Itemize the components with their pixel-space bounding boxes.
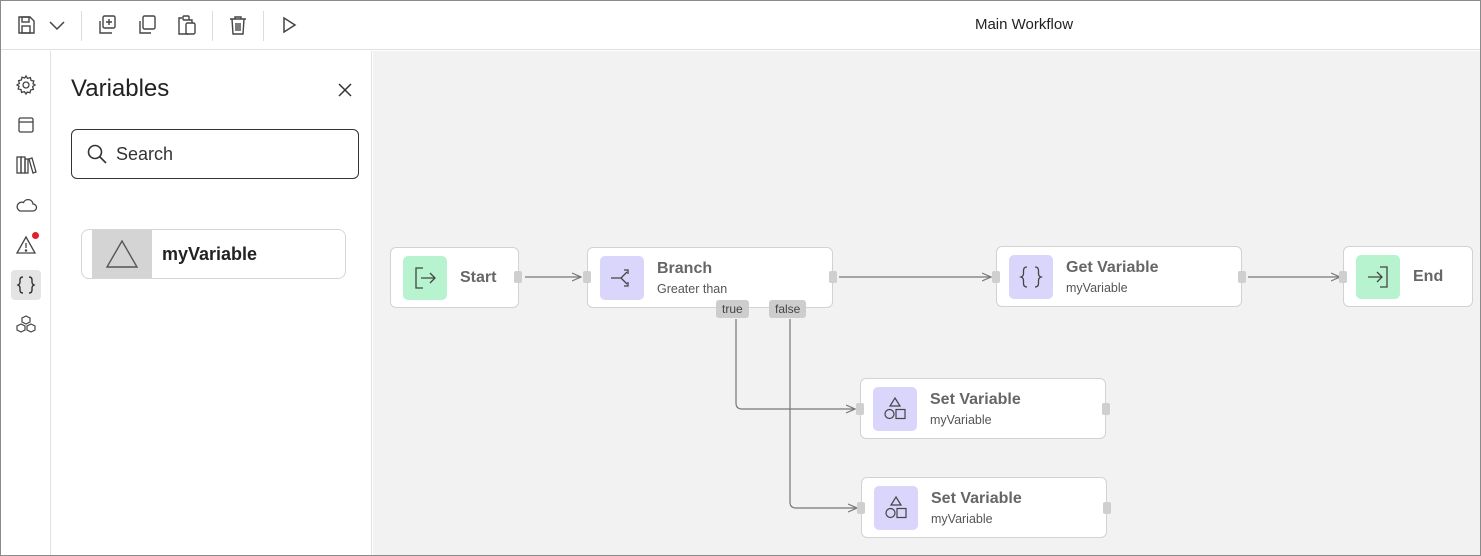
node-set-variable[interactable]: Set Variable myVariable <box>861 477 1107 538</box>
cloud-icon <box>16 198 38 212</box>
panel-title: Variables <box>71 75 170 102</box>
node-set-variable-icon-box <box>873 386 917 431</box>
variable-name: myVariable <box>162 243 258 264</box>
node-branch-output-port[interactable] <box>829 271 837 283</box>
node-subtitle: myVariable <box>930 412 992 427</box>
window-icon <box>18 117 34 133</box>
node-start-output-port[interactable] <box>514 271 522 283</box>
node-title: Start <box>460 268 497 286</box>
shapes-icon <box>885 495 907 518</box>
branch-icon <box>611 268 629 287</box>
variable-type-badge <box>92 230 152 278</box>
braces-icon <box>1018 265 1044 288</box>
alert-badge <box>32 232 39 239</box>
paste-icon <box>178 15 196 35</box>
braces-icon <box>16 276 36 294</box>
exit-icon <box>1368 265 1388 288</box>
search-box[interactable] <box>71 129 359 179</box>
variable-item[interactable]: myVariable <box>81 229 346 279</box>
node-start-icon-box <box>403 255 447 300</box>
save-options-dropdown[interactable] <box>42 10 72 40</box>
rail-item-warnings[interactable] <box>11 230 41 260</box>
trash-icon <box>230 16 246 35</box>
play-icon <box>283 16 297 34</box>
rail-item-cloud[interactable] <box>11 190 41 220</box>
chevron-down-icon <box>49 21 65 31</box>
library-icon <box>16 156 37 174</box>
workflow-title: Main Workflow <box>974 16 1074 33</box>
node-title: Get Variable <box>1066 258 1159 276</box>
copy-icon <box>139 15 156 34</box>
duplicate-icon <box>99 15 116 34</box>
node-get-variable-output-port[interactable] <box>1238 271 1246 283</box>
node-set-variable-output-port[interactable] <box>1102 403 1110 415</box>
cubes-icon <box>16 315 36 333</box>
node-end[interactable]: End <box>1343 246 1473 307</box>
node-set-variable-input-port[interactable] <box>856 403 864 415</box>
node-branch-icon-box <box>600 255 644 300</box>
triangle-icon <box>105 239 139 268</box>
toolbar-divider <box>81 11 82 41</box>
node-title: Set Variable <box>930 390 1021 408</box>
node-get-variable-input-port[interactable] <box>992 271 1000 283</box>
node-subtitle: myVariable <box>1066 280 1128 295</box>
warning-icon <box>15 235 37 254</box>
rail-item-packages[interactable] <box>11 310 41 340</box>
rail-item-settings[interactable] <box>11 70 41 100</box>
node-title: Branch <box>657 259 713 277</box>
node-set-variable-input-port[interactable] <box>857 502 865 514</box>
paste-button[interactable] <box>172 10 202 40</box>
wire-false-set2 <box>789 319 857 508</box>
node-end-input-port[interactable] <box>1339 271 1347 283</box>
workflow-canvas[interactable]: Start Branch Greater than true false Get… <box>373 51 1480 555</box>
branch-true-output[interactable]: true <box>716 300 749 318</box>
node-get-variable-icon-box <box>1009 254 1053 299</box>
search-input[interactable] <box>116 143 346 165</box>
wire-true-set1 <box>735 319 855 409</box>
left-rail <box>1 51 51 555</box>
node-title: Set Variable <box>931 489 1022 507</box>
save-button[interactable] <box>11 10 41 40</box>
rail-item-library[interactable] <box>11 150 41 180</box>
close-icon <box>338 83 352 97</box>
delete-button[interactable] <box>223 10 253 40</box>
toolbar-divider <box>212 11 213 41</box>
toolbar: Main Workflow <box>1 1 1480 50</box>
rail-item-variables[interactable] <box>11 270 41 300</box>
connection-wires <box>525 51 1480 555</box>
copy-button[interactable] <box>132 10 162 40</box>
branch-false-output[interactable]: false <box>769 300 807 318</box>
duplicate-button[interactable] <box>92 10 122 40</box>
close-panel-button[interactable] <box>334 79 356 101</box>
node-title: End <box>1413 267 1444 285</box>
node-get-variable[interactable]: Get Variable myVariable <box>996 246 1242 307</box>
node-set-variable-output-port[interactable] <box>1103 502 1111 514</box>
node-subtitle: Greater than <box>657 281 728 296</box>
node-subtitle: myVariable <box>931 511 993 526</box>
save-icon <box>18 16 35 34</box>
node-branch[interactable]: Branch Greater than <box>587 247 833 308</box>
search-icon <box>87 144 107 164</box>
node-set-variable-icon-box <box>874 485 918 530</box>
shapes-icon <box>884 396 906 419</box>
node-end-icon-box <box>1356 254 1400 299</box>
variables-panel: Variables myVariable <box>52 51 372 555</box>
toolbar-divider <box>263 11 264 41</box>
node-start[interactable]: Start <box>390 247 519 308</box>
enter-icon <box>415 266 436 289</box>
rail-item-window[interactable] <box>11 110 41 140</box>
gear-icon <box>15 74 37 96</box>
node-set-variable[interactable]: Set Variable myVariable <box>860 378 1106 439</box>
run-button[interactable] <box>274 10 304 40</box>
node-branch-input-port[interactable] <box>583 271 591 283</box>
